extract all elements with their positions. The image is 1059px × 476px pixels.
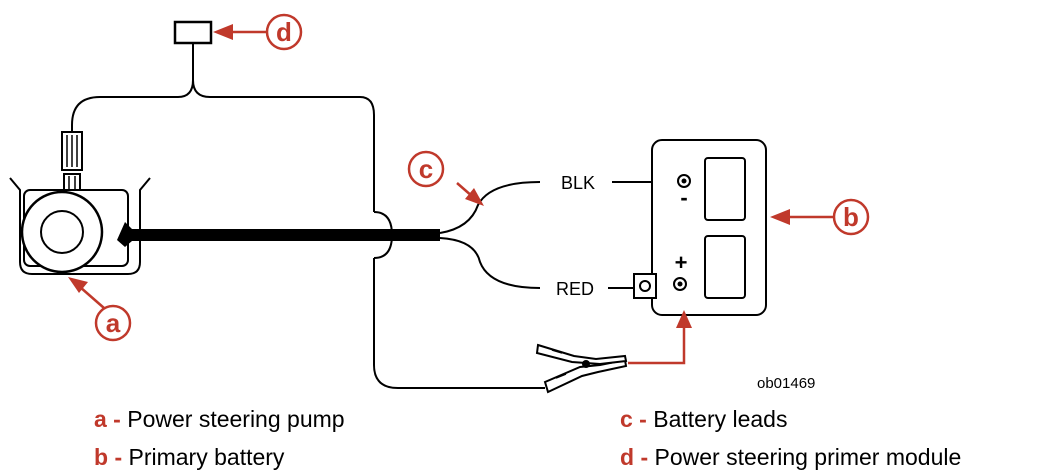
red-lead-label: RED xyxy=(556,279,594,299)
callout-c: c xyxy=(407,150,445,188)
power-steering-pump xyxy=(9,177,151,275)
figure-id: ob01469 xyxy=(757,375,815,392)
svg-text:c: c xyxy=(419,154,433,184)
blk-lead-label: BLK xyxy=(561,173,595,193)
callout-a: a xyxy=(94,304,132,342)
legend-key: b - xyxy=(94,444,123,470)
negative-terminal-label: - xyxy=(680,185,687,210)
legend-key: d - xyxy=(620,444,649,470)
callout-arrows xyxy=(68,24,834,365)
legend-text: Power steering pump xyxy=(127,406,345,432)
legend-text: Power steering primer module xyxy=(654,444,962,470)
legend-item-c: c - Battery leads xyxy=(620,406,787,433)
callout-b: b xyxy=(832,198,870,236)
legend-item-d: d - Power steering primer module xyxy=(620,444,961,471)
harness-connector xyxy=(61,131,83,193)
legend-text: Battery leads xyxy=(653,406,788,432)
legend-key: c - xyxy=(620,406,647,432)
svg-text:d: d xyxy=(276,17,292,47)
legend-item-a: a - Power steering pump xyxy=(94,406,345,433)
svg-text:a: a xyxy=(106,308,121,338)
battery-leads xyxy=(439,181,667,289)
wiring-diagram: d c b a BLK RED - + ob01469 xyxy=(9,13,870,394)
legend-text: Primary battery xyxy=(128,444,285,470)
legend-key: a - xyxy=(94,406,121,432)
legend-item-b: b - Primary battery xyxy=(94,444,284,471)
primary-battery xyxy=(633,139,767,316)
callout-d: d xyxy=(265,13,303,51)
alligator-clamp xyxy=(535,343,628,394)
primer-module xyxy=(71,20,375,212)
main-harness xyxy=(117,211,545,389)
svg-text:b: b xyxy=(843,202,859,232)
positive-terminal-label: + xyxy=(675,250,688,275)
